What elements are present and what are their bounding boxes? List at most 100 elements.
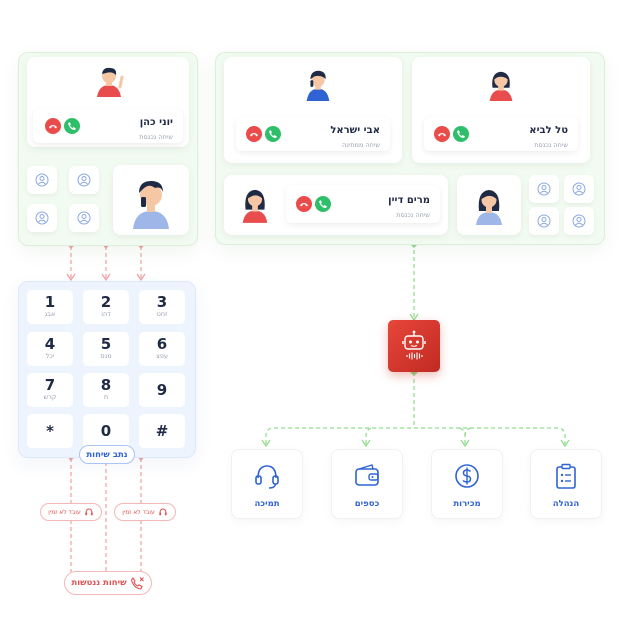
headset-icon	[255, 465, 279, 489]
agent-avatar-waving	[97, 67, 124, 97]
key-digit: 8	[100, 376, 112, 394]
agents-panel-left: יוני כהן שיחה נכנסת	[18, 52, 198, 246]
user-circle-icon	[77, 173, 91, 187]
key-letters: אבג	[44, 310, 56, 318]
agents-panel-right: אבי ישראל שיחה ממתינה טל לביא שיחה נכנסת	[215, 52, 605, 245]
caller-name: מרים דיין	[388, 195, 430, 206]
key-letters: מנס	[100, 352, 112, 360]
agent-card-top: יוני כהן שיחה נכנסת	[27, 57, 189, 147]
department-support[interactable]: תמיכה	[231, 449, 303, 519]
agent-slot	[27, 204, 57, 232]
answer-call-button[interactable]	[315, 196, 331, 212]
agent-card-miriam: מרים דיין שיחה נכנסת	[224, 175, 448, 235]
key-digit: 6	[156, 335, 168, 353]
key-star[interactable]: *	[27, 414, 73, 448]
user-circle-icon	[572, 182, 586, 196]
key-digit: *	[46, 422, 54, 440]
headset-off-icon	[85, 508, 93, 516]
call-card-avi: אבי ישראל שיחה ממתינה	[236, 117, 390, 151]
agent-card-on-phone	[113, 165, 189, 235]
user-circle-icon	[35, 211, 49, 225]
key-letters: יכל	[45, 352, 55, 360]
agent-avatar-miriam	[242, 189, 268, 223]
hangup-icon	[250, 133, 258, 137]
agent-avatar-tal	[489, 71, 513, 101]
key-digit: 4	[44, 335, 56, 353]
call-routing-pill[interactable]: נתב שיחות	[79, 445, 135, 464]
agent-slot	[529, 207, 559, 235]
hangup-icon	[300, 203, 308, 207]
key-9[interactable]: 9	[139, 373, 185, 407]
agent-avatar-phone	[133, 181, 169, 229]
phone-icon	[269, 130, 277, 138]
key-digit: 0	[100, 422, 112, 440]
call-card-yoni: יוני כהן שיחה נכנסת	[33, 109, 183, 143]
key-digit: #	[155, 422, 169, 440]
answer-call-button[interactable]	[453, 126, 469, 142]
agent-slot	[564, 207, 594, 235]
decline-call-button[interactable]	[246, 126, 262, 142]
agent-card-idle	[457, 175, 521, 235]
unavailable-agent-pill: עובד לא זמין	[40, 503, 102, 521]
key-letters: זחט	[156, 310, 168, 318]
key-digit: 3	[156, 293, 168, 311]
answer-call-button[interactable]	[265, 126, 281, 142]
call-status: שיחה ממתינה	[341, 141, 380, 149]
decline-call-button[interactable]	[296, 196, 312, 212]
hangup-icon	[438, 133, 446, 137]
agent-card-avi: אבי ישראל שיחה ממתינה	[224, 57, 402, 163]
department-sales[interactable]: מכירות	[431, 449, 503, 519]
unavailable-agent-pill: עובד לא זמין	[114, 503, 176, 521]
call-routing-label: נתב שיחות	[86, 449, 128, 460]
voice-bot-node[interactable]	[388, 320, 440, 372]
key-0[interactable]: 0	[83, 414, 129, 448]
key-digit: 1	[44, 293, 56, 311]
agent-card-tal: טל לביא שיחה נכנסת	[412, 57, 590, 163]
key-digit: 2	[100, 293, 112, 311]
missed-call-icon	[130, 576, 144, 589]
key-digit: 5	[100, 335, 112, 353]
agent-slot	[69, 204, 99, 232]
user-circle-icon	[572, 214, 586, 228]
key-digit: 7	[44, 376, 56, 394]
department-management[interactable]: הנהלה	[530, 449, 602, 519]
key-letters: קרש	[43, 393, 57, 401]
decline-call-button[interactable]	[434, 126, 450, 142]
caller-name: יוני כהן	[139, 117, 173, 128]
caller-name: אבי ישראל	[330, 125, 380, 136]
agent-avatar-avi	[306, 70, 330, 101]
department-label: כספים	[354, 499, 380, 509]
phone-icon	[319, 200, 327, 208]
key-letters: עפצ	[156, 352, 168, 360]
department-label: הנהלה	[552, 499, 580, 509]
call-card-miriam: מרים דיין שיחה נכנסת	[286, 185, 440, 223]
agent-slot	[27, 166, 57, 194]
key-digit: 9	[156, 381, 168, 399]
dollar-coin-icon	[455, 464, 479, 488]
key-letters: ת	[103, 393, 109, 401]
clipboard-icon	[556, 463, 576, 489]
user-circle-icon	[537, 182, 551, 196]
department-finance[interactable]: כספים	[331, 449, 403, 519]
agent-slot	[69, 166, 99, 194]
call-status: שיחה נכנסת	[534, 141, 568, 149]
agent-avatar-idle	[476, 190, 502, 225]
answer-call-button[interactable]	[64, 118, 80, 134]
hangup-icon	[49, 125, 57, 129]
decline-call-button[interactable]	[45, 118, 61, 134]
key-hash[interactable]: #	[139, 414, 185, 448]
headset-off-icon	[159, 508, 167, 516]
caller-name: טל לביא	[529, 125, 568, 136]
call-status: שיחה נכנסת	[139, 133, 173, 141]
key-letters: דהו	[101, 310, 111, 318]
user-circle-icon	[77, 211, 91, 225]
